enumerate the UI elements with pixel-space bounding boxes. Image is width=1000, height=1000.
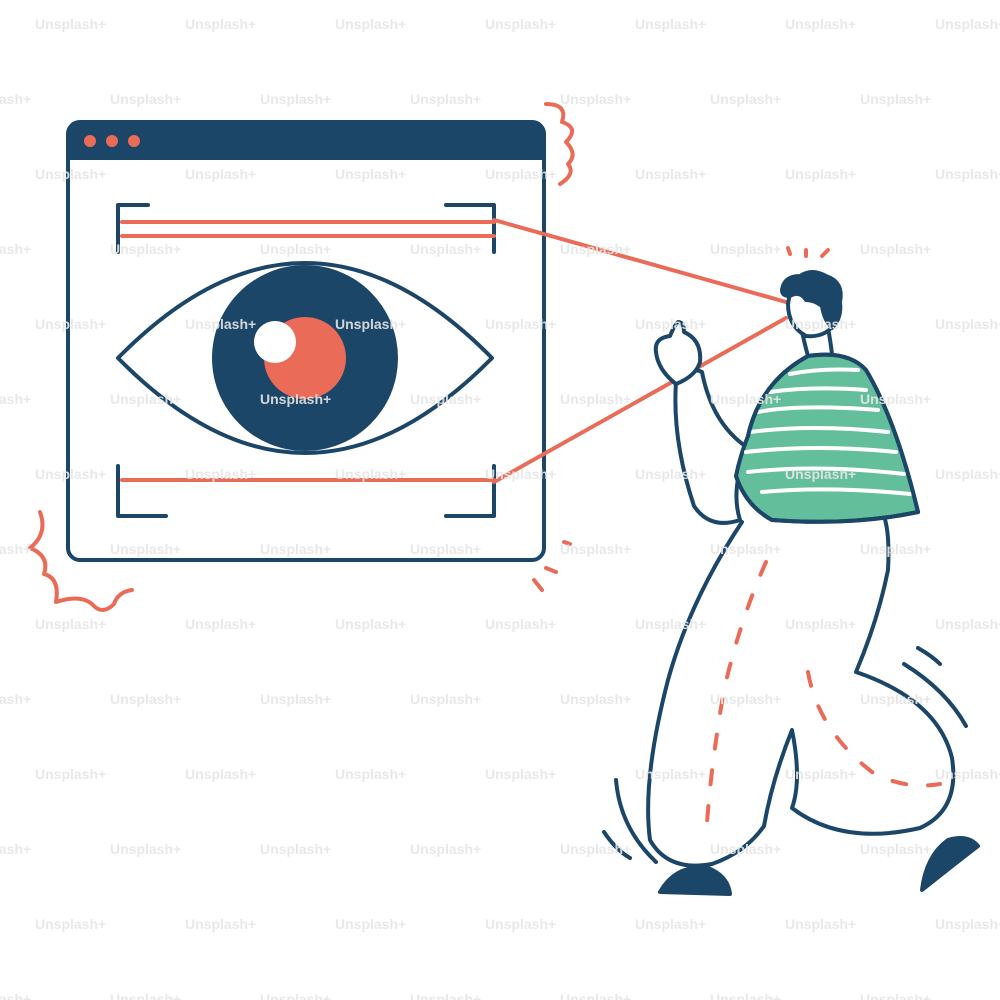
pants-seam-right bbox=[806, 670, 942, 788]
person-pants bbox=[646, 514, 956, 868]
motion-line-3 bbox=[902, 662, 968, 728]
shoe-right bbox=[920, 836, 980, 892]
spark-marks-head bbox=[786, 246, 830, 258]
motion-line-4 bbox=[916, 646, 942, 666]
burst-icon-bottom-left bbox=[28, 510, 134, 612]
person-shirt bbox=[734, 352, 920, 524]
motion-line-2 bbox=[602, 830, 632, 860]
pointing-hand bbox=[653, 320, 703, 386]
window-dot-2 bbox=[106, 135, 118, 147]
window-dot-1 bbox=[84, 135, 96, 147]
shirt-stripes bbox=[744, 367, 912, 496]
scan-lines bbox=[120, 220, 496, 482]
eye-icon bbox=[116, 261, 494, 455]
shoe-left bbox=[658, 865, 732, 896]
person-illustration bbox=[602, 270, 980, 896]
person-hair bbox=[780, 270, 843, 330]
window-controls-icon bbox=[84, 135, 140, 147]
burst-icon-top-right bbox=[544, 102, 575, 186]
pants-seam-left bbox=[704, 560, 768, 840]
window-dot-3 bbox=[128, 135, 140, 147]
laser-beams bbox=[492, 218, 788, 484]
eye-highlight bbox=[254, 321, 296, 363]
motion-line-1 bbox=[614, 778, 658, 864]
spark-marks-window bbox=[532, 540, 572, 592]
person-arm bbox=[673, 368, 750, 525]
